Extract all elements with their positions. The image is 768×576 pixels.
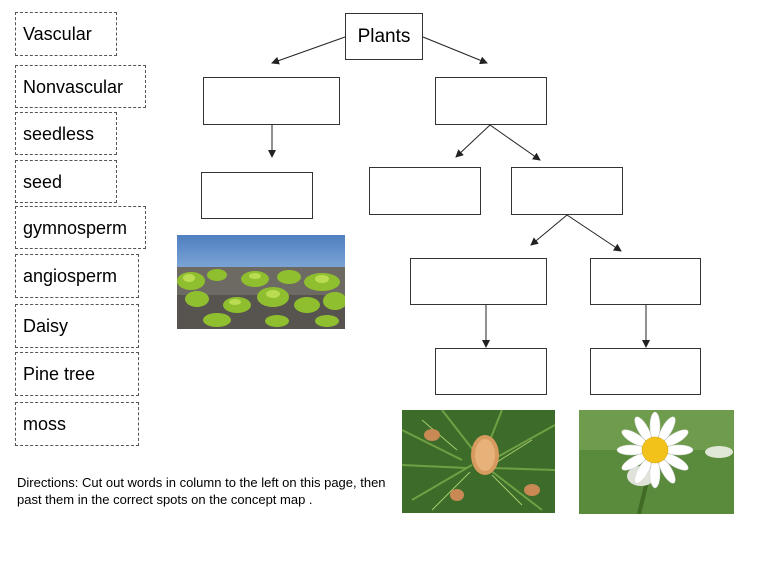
blank-box-level3-left[interactable] [410, 258, 547, 305]
word-label: seedless [23, 123, 95, 144]
arrow-right-split-left [455, 124, 491, 158]
word-card-nonvascular[interactable]: Nonvascular [15, 65, 146, 108]
root-label: Plants [357, 25, 411, 47]
word-label: Vascular [23, 24, 92, 44]
blank-box-level1-right[interactable] [435, 77, 547, 125]
word-label: Nonvascular [23, 76, 124, 97]
arrow-seed-split-right [566, 214, 622, 252]
word-label: seed [23, 171, 63, 192]
daisy-photo [579, 410, 734, 514]
word-card-vascular[interactable]: Vascular [15, 12, 117, 56]
arrow-seed-split-left [530, 214, 568, 246]
root-node-plants: Plants [345, 13, 423, 60]
word-card-gymnosperm[interactable]: gymnosperm [15, 206, 146, 249]
word-label: Daisy [23, 316, 69, 336]
blank-box-level2-right[interactable] [511, 167, 623, 215]
blank-box-level4-right[interactable] [590, 348, 701, 395]
blank-box-level4-left[interactable] [435, 348, 547, 395]
word-label: gymnosperm [23, 217, 128, 238]
blank-box-level2-left[interactable] [201, 172, 313, 219]
blank-box-level3-right[interactable] [590, 258, 701, 305]
blank-box-level1-left[interactable] [203, 77, 340, 125]
arrow-right-split-right [489, 124, 541, 161]
word-label: Pine tree [23, 364, 96, 384]
pine-tree-photo [402, 410, 555, 513]
word-card-daisy[interactable]: Daisy [15, 304, 139, 348]
arrow-plants-right [422, 36, 488, 65]
word-label: angiosperm [23, 266, 118, 286]
word-card-seed[interactable]: seed [15, 160, 117, 203]
word-card-pine-tree[interactable]: Pine tree [15, 352, 139, 396]
word-label: moss [23, 414, 67, 434]
arrow-plants-left [271, 36, 346, 65]
word-card-seedless[interactable]: seedless [15, 112, 117, 155]
directions-text: Directions: Cut out words in column to t… [17, 475, 386, 507]
word-card-angiosperm[interactable]: angiosperm [15, 254, 139, 298]
blank-box-level2-mid[interactable] [369, 167, 481, 215]
moss-photo [177, 235, 345, 329]
word-card-moss[interactable]: moss [15, 402, 139, 446]
